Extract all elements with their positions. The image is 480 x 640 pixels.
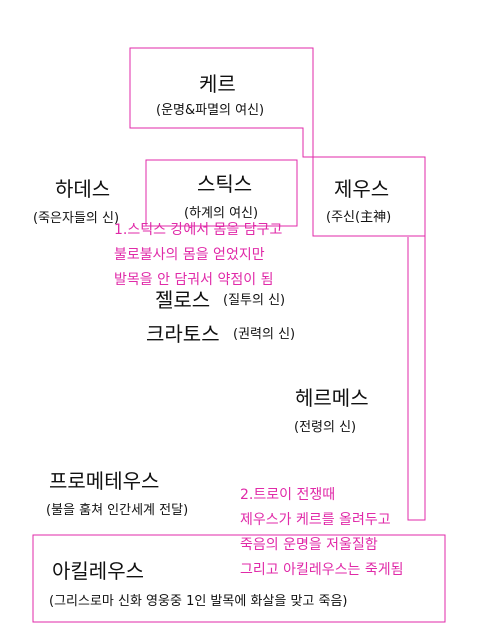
note-1-line-2: 불로불사의 몸을 얻었지만 bbox=[114, 247, 265, 263]
note-2: 2.트로이 전쟁때 제우스가 케르를 올려두고 죽음의 운명을 저울질함 그리고… bbox=[240, 483, 403, 583]
note-1: 1.스틱스 강에서 몸을 담구고 불로불사의 몸을 얻었지만 발목을 안 담궈서… bbox=[114, 218, 282, 293]
note-2-line-2: 제우스가 케르를 올려두고 bbox=[240, 512, 391, 528]
styx-name: 스틱스 bbox=[197, 172, 253, 196]
prometheus-desc: (불을 훔쳐 인간세계 전달) bbox=[46, 503, 189, 518]
zeus-desc: (주신(主神) bbox=[326, 210, 392, 225]
zelos-desc: (질투의 신) bbox=[223, 293, 286, 308]
hermes-desc: (전령의 신) bbox=[294, 420, 357, 435]
hermes-name: 헤르메스 bbox=[295, 386, 369, 410]
note-2-line-1: 2.트로이 전쟁때 bbox=[240, 487, 336, 503]
note-1-line-3: 발목을 안 담궈서 약점이 됨 bbox=[114, 272, 274, 288]
styx-desc: (하계의 여신) bbox=[184, 206, 259, 221]
hades-name: 하데스 bbox=[55, 177, 111, 201]
kere-desc: (운명&파멸의 여신) bbox=[156, 103, 265, 118]
achilles-name: 아킬레우스 bbox=[52, 559, 144, 583]
styx-box bbox=[145, 159, 298, 227]
achilles-box bbox=[32, 534, 446, 623]
achilles-desc: (그리스로마 신화 영웅중 1인 발목에 화살을 맞고 죽음) bbox=[49, 594, 348, 609]
prometheus-name: 프로메테우스 bbox=[49, 469, 160, 493]
note-2-line-3: 죽음의 운명을 저울질함 bbox=[240, 537, 378, 553]
note-1-line-1: 1.스틱스 강에서 몸을 담구고 bbox=[114, 222, 283, 238]
zeus-name: 제우스 bbox=[334, 177, 390, 201]
kere-name: 케르 bbox=[199, 72, 236, 96]
note-2-line-4: 그리고 아킬레우스는 죽게됨 bbox=[240, 562, 404, 578]
zeus-achilles-line bbox=[407, 236, 426, 521]
zelos-name: 젤로스 bbox=[155, 288, 211, 312]
kere-zeus-outline bbox=[129, 47, 426, 237]
kratos-name: 크라토스 bbox=[146, 322, 220, 346]
hades-desc: (죽은자들의 신) bbox=[33, 211, 120, 226]
kratos-desc: (권력의 신) bbox=[233, 327, 296, 342]
